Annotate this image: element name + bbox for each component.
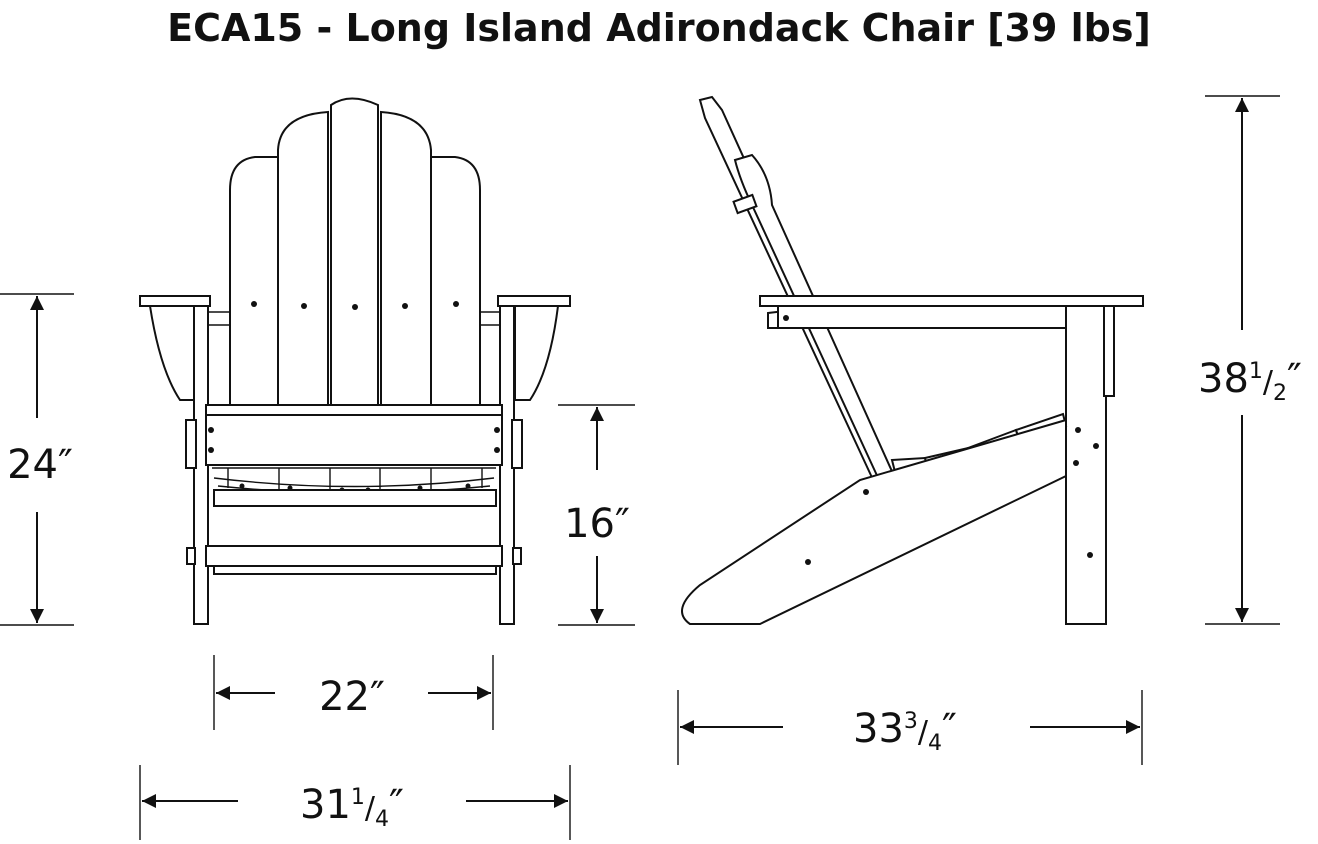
label-seat-width: 22″ xyxy=(319,674,385,720)
dimension-arm-height: 24″ xyxy=(0,293,74,626)
dimension-overall-depth: 333/4″ xyxy=(677,690,1143,765)
page-title: ECA15 - Long Island Adirondack Chair [39… xyxy=(167,6,1151,50)
label-arm-height: 24″ xyxy=(7,442,73,488)
dimension-seat-width: 22″ xyxy=(213,655,494,730)
side-view-chair xyxy=(681,95,1144,625)
dimension-seat-height: 16″ xyxy=(558,404,635,626)
dimension-overall-height: 381/2″ xyxy=(1198,95,1302,625)
label-overall-height: 381/2″ xyxy=(1198,356,1302,406)
front-view-chair xyxy=(139,97,571,625)
label-seat-height: 16″ xyxy=(564,501,630,547)
label-overall-width: 311/4″ xyxy=(300,782,404,832)
label-overall-depth: 333/4″ xyxy=(853,706,957,756)
dimension-overall-width: 311/4″ xyxy=(139,765,571,840)
